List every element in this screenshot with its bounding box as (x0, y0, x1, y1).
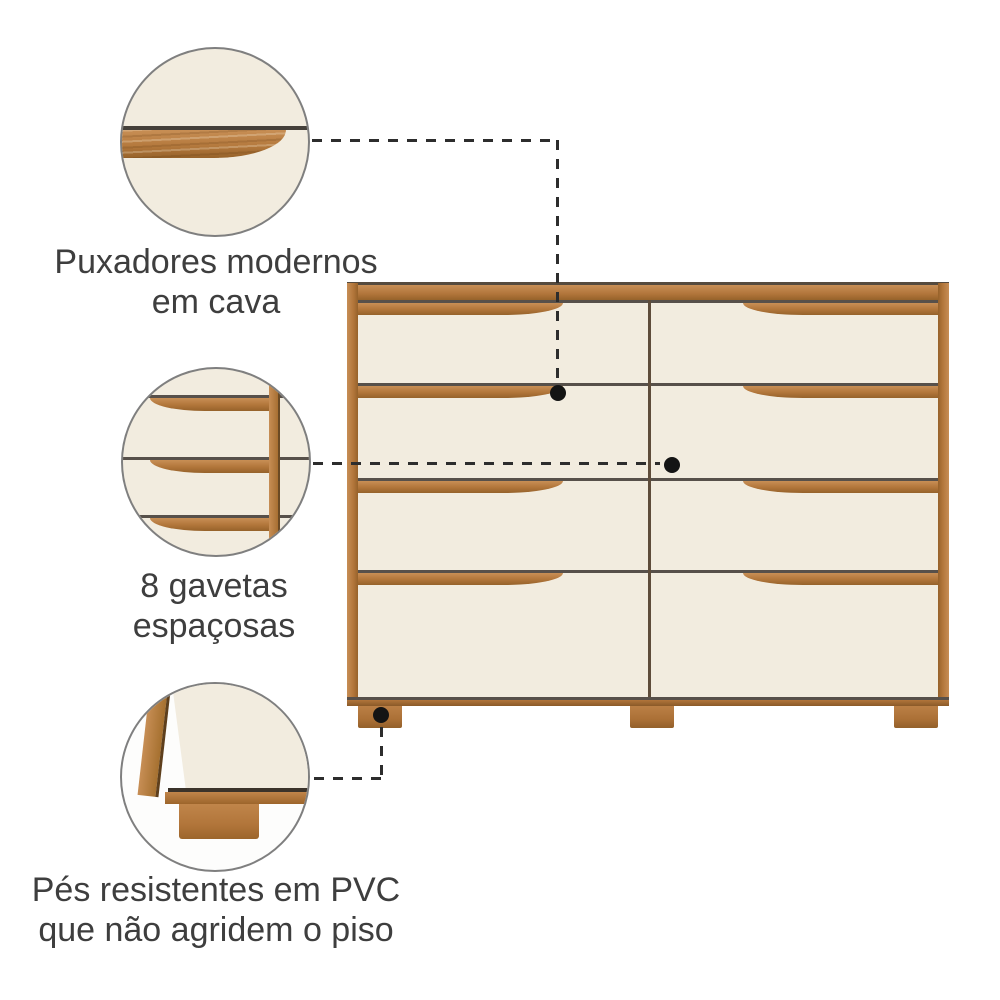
drawer-gap-line (123, 515, 309, 518)
caption-line: Puxadores modernos (54, 243, 378, 281)
connector-handles-horizontal (312, 139, 558, 142)
handle-recess-closeup (150, 398, 270, 411)
handle-recess-right (743, 481, 938, 493)
callout-circle-drawers (121, 367, 311, 557)
handle-recess-left (358, 303, 563, 315)
anchor-dot-handles (550, 385, 566, 401)
callout-circle-handles (120, 47, 310, 237)
caption-drawers: 8 gavetas espaçosas (16, 566, 412, 646)
handle-recess-left (358, 386, 563, 398)
handle-edge-line (122, 126, 308, 130)
foot-center (630, 706, 674, 728)
caption-line: em cava (151, 283, 281, 321)
drawer-gap-line (123, 395, 309, 398)
caption-handles: Puxadores modernos em cava (18, 242, 414, 322)
foot-right (894, 706, 938, 728)
cabinet-edge-strip (137, 684, 172, 798)
callout-circle-feet (120, 682, 310, 872)
bottom-shadow-line (347, 697, 949, 700)
handle-recess-closeup (122, 130, 286, 158)
drawer-gap-line (123, 457, 309, 460)
cabinet-corner-panel (172, 684, 308, 791)
caption-line: que não agridem o piso (38, 911, 394, 949)
handle-recess-right (743, 573, 938, 585)
center-divider (648, 300, 651, 697)
handle-recess-left (358, 573, 563, 585)
dresser-top-frame (347, 282, 949, 300)
dresser (347, 282, 949, 728)
pvc-foot-closeup (179, 804, 259, 839)
connector-feet-horizontal (314, 777, 384, 780)
dresser-left-frame (347, 283, 358, 706)
handle-recess-right (743, 386, 938, 398)
handle-recess-left (358, 481, 563, 493)
connector-drawers-horizontal (313, 462, 660, 465)
dresser-right-frame (938, 283, 949, 706)
anchor-dot-feet (373, 707, 389, 723)
side-panel-closeup (269, 383, 280, 545)
caption-line: Pés resistentes em PVC (31, 871, 401, 909)
base-shadow-line (168, 788, 308, 792)
connector-handles-vertical (556, 140, 559, 387)
caption-feet: Pés resistentes em PVC que não agridem o… (10, 870, 422, 950)
bottom-rail (347, 700, 949, 706)
anchor-dot-drawers (664, 457, 680, 473)
base-rail-closeup (165, 792, 308, 804)
connector-feet-vertical (380, 727, 383, 780)
handle-recess-closeup (150, 460, 270, 473)
handle-recess-closeup (150, 518, 270, 531)
handle-recess-right (743, 303, 938, 315)
caption-line: espaçosas (132, 607, 296, 645)
caption-line: 8 gavetas (140, 567, 288, 605)
